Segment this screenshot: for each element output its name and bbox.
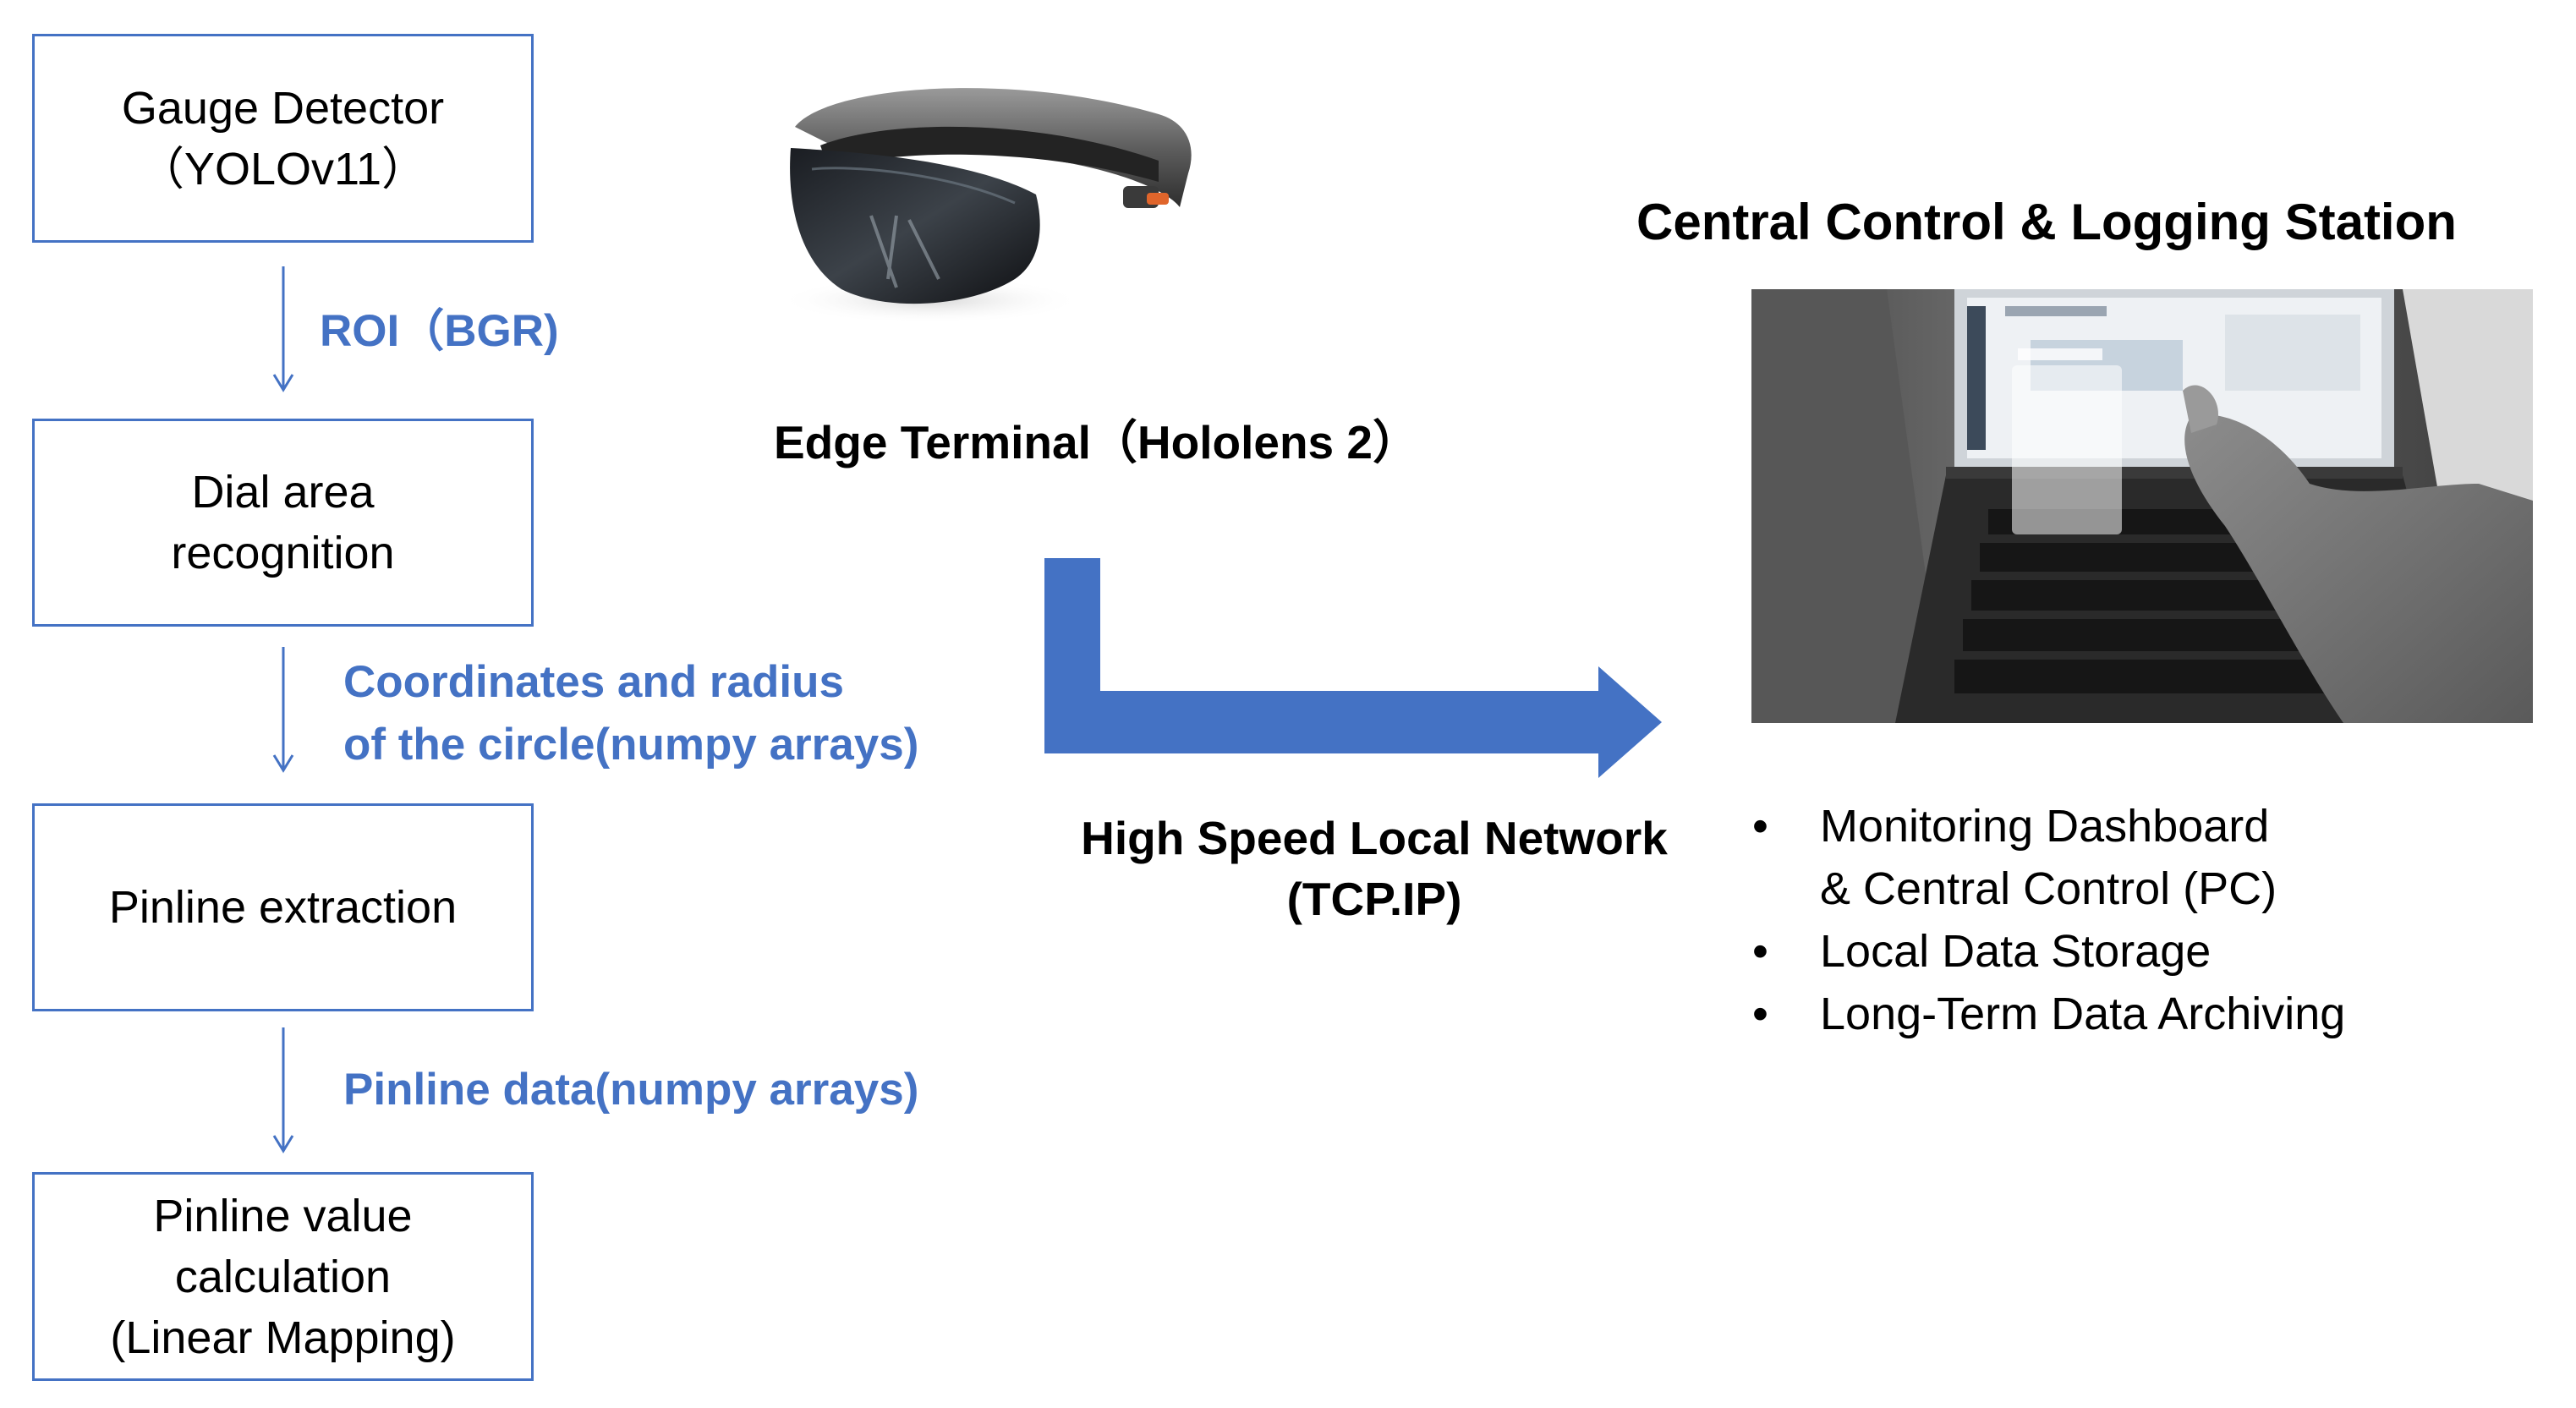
- edge-label-pinline-data: Pinline data(numpy arrays): [343, 1065, 919, 1115]
- edge-label-line: Coordinates and radius: [343, 657, 844, 707]
- edge-label-roi: ROI（BGR): [320, 306, 559, 356]
- step-dial-area-recognition: Dial area recognition: [32, 419, 534, 627]
- step-title: Pinline extraction: [108, 882, 458, 933]
- step-title: Pinline value: [153, 1190, 413, 1241]
- edge-label-circle: Coordinates and radius of the circle(num…: [343, 651, 918, 776]
- step-title: Gauge Detector: [121, 82, 445, 134]
- network-label-line: High Speed Local Network: [1081, 812, 1668, 864]
- network-arrow: [1044, 558, 1662, 778]
- bullet-item: Local Data Storage: [1751, 920, 2345, 983]
- step-pinline-value-calculation: Pinline value calculation (Linear Mapping): [32, 1172, 534, 1381]
- step-title: Dial area: [191, 467, 375, 518]
- step-gauge-detector: Gauge Detector （YOLOv11）: [32, 34, 534, 243]
- station-bullets: Monitoring Dashboard & Central Control (…: [1751, 795, 2345, 1045]
- flow-arrow-3: [272, 1027, 294, 1153]
- flow-arrow-2: [272, 647, 294, 773]
- network-label-line: (TCP.IP): [1286, 873, 1462, 925]
- flow-arrow-1: [272, 266, 294, 392]
- bullet-item: Monitoring Dashboard & Central Control (…: [1751, 795, 2345, 920]
- bullet-item: Long-Term Data Archiving: [1751, 983, 2345, 1045]
- step-subtitle: （YOLOv11）: [138, 143, 428, 194]
- network-label: High Speed Local Network (TCP.IP): [1049, 808, 1700, 929]
- station-title: Central Control & Logging Station: [1636, 194, 2457, 250]
- step-pinline-extraction: Pinline extraction: [32, 803, 534, 1011]
- hololens-headset-icon: [778, 88, 1192, 324]
- edge-terminal-label: Edge Terminal（Hololens 2）: [774, 416, 1420, 468]
- step-subtitle: calculation: [174, 1251, 392, 1302]
- step-detail: (Linear Mapping): [110, 1312, 456, 1363]
- station-photo: [1751, 289, 2533, 723]
- edge-label-line: of the circle(numpy arrays): [343, 720, 919, 770]
- step-subtitle: recognition: [171, 528, 395, 578]
